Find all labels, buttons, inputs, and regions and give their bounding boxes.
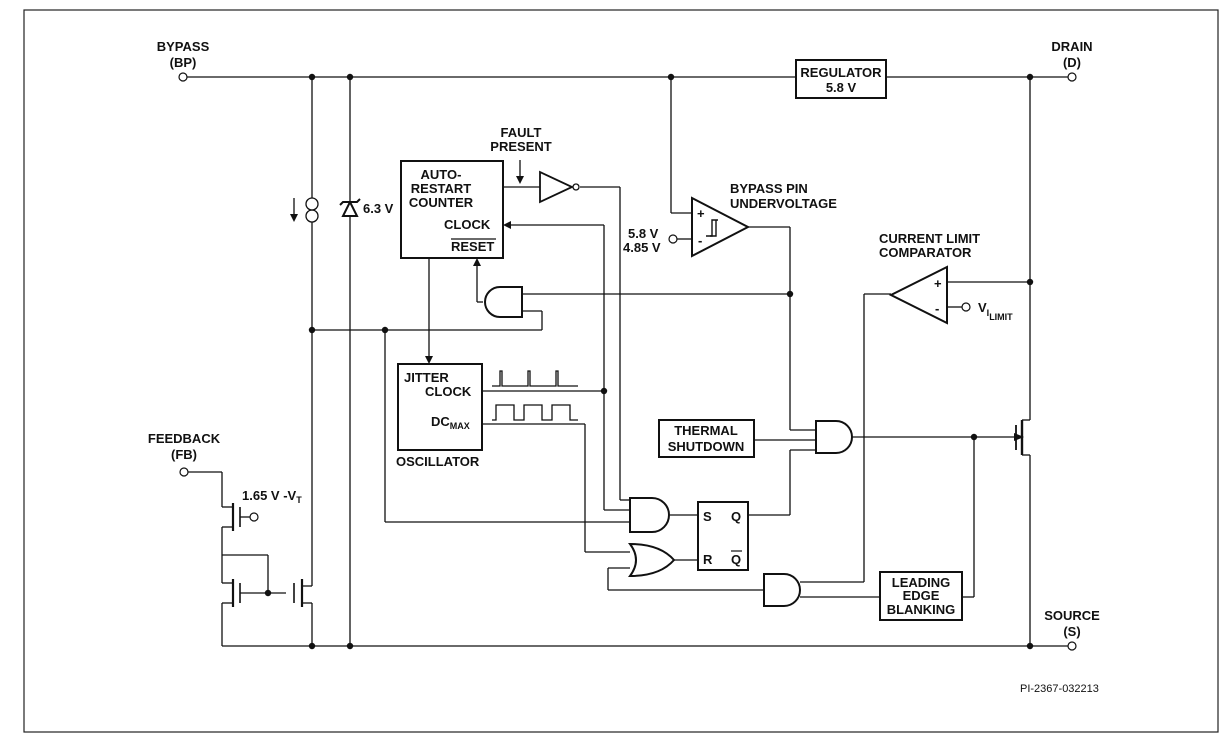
blanking-and-gate — [763, 573, 801, 607]
latch-r: R — [703, 552, 713, 567]
part-reference: PI-2367-032213 — [1020, 683, 1099, 695]
inverter-buffer-icon — [539, 170, 580, 204]
auto-restart-counter: AUTO- RESTART COUNTER CLOCK RESET — [400, 160, 504, 259]
drain-pin: DRAIN (D) — [1051, 39, 1093, 82]
leb-line3: BLANKING — [887, 602, 956, 617]
uv-plus: + — [697, 206, 705, 221]
regulator-voltage: 5.8 V — [826, 80, 857, 95]
source-pin-label: SOURCE — [1044, 608, 1100, 623]
hysteresis-icon — [706, 219, 718, 237]
fb-threshold-pin — [249, 512, 259, 522]
latch-qbar: Q — [731, 552, 741, 567]
dcmax-waveform — [492, 404, 578, 421]
uv-minus: - — [698, 233, 702, 248]
sr-latch: S R Q Q — [697, 501, 749, 571]
thermal-shutdown-block: THERMAL SHUTDOWN — [658, 419, 755, 458]
jitter-clock-label: CLOCK — [425, 384, 472, 399]
diagram-frame — [23, 9, 1219, 733]
ilimit-pin — [961, 302, 971, 312]
set-and-gate — [629, 497, 670, 533]
latch-s: S — [703, 509, 712, 524]
reset-or-gate — [628, 542, 676, 578]
cl-title-line2: COMPARATOR — [879, 245, 972, 260]
fault-label-line1: FAULT — [501, 125, 542, 140]
dcmax-label: DCMAX — [431, 414, 470, 431]
cl-title-line1: CURRENT LIMIT — [879, 231, 980, 246]
bypass-pin: BYPASS (BP) — [157, 39, 210, 82]
leb-line1: LEADING — [892, 575, 951, 590]
ilimit-label: VILIMIT — [978, 300, 1013, 322]
zener-diode-icon — [339, 198, 361, 217]
feedback-pin-label: FEEDBACK — [148, 431, 221, 446]
source-pin: SOURCE (S) — [1044, 608, 1100, 651]
current-source-icon — [290, 197, 319, 223]
uv-title-line1: BYPASS PIN — [730, 181, 808, 196]
counter-line3: COUNTER — [409, 195, 474, 210]
oscillator-block: JITTER CLOCK DCMAX — [397, 363, 483, 451]
zener-voltage: 6.3 V — [363, 201, 394, 216]
drain-pin-label: DRAIN — [1051, 39, 1092, 54]
counter-line1: AUTO- — [421, 167, 462, 182]
uv-ref-pin — [668, 234, 678, 244]
fault-label-line2: PRESENT — [490, 139, 551, 154]
mirror-mosfet-left-icon — [231, 579, 241, 607]
regulator-label: REGULATOR — [800, 65, 882, 80]
feedback-pin-abbr: (FB) — [171, 447, 197, 462]
bypass-uv-comparator: + - — [691, 196, 751, 258]
power-mosfet-icon — [1015, 419, 1030, 456]
jitter-label: JITTER — [404, 370, 449, 385]
drain-pin-abbr: (D) — [1063, 55, 1081, 70]
oscillator-name: OSCILLATOR — [396, 454, 480, 469]
source-pin-abbr: (S) — [1063, 624, 1080, 639]
fb-threshold-label: 1.65 V -VT — [242, 488, 302, 505]
regulator-block: REGULATOR 5.8 V — [795, 59, 887, 99]
thermal-line1: THERMAL — [674, 423, 738, 438]
clock-waveform — [492, 370, 578, 387]
counter-reset-label: RESET — [451, 239, 494, 254]
uv-ref-v1: 5.8 V — [628, 226, 659, 241]
cl-plus: + — [934, 276, 942, 291]
uv-title-line2: UNDERVOLTAGE — [730, 196, 837, 211]
junction-dots — [264, 73, 1034, 650]
main-and-gate — [815, 420, 853, 454]
counter-line2: RESTART — [411, 181, 471, 196]
reset-and-gate — [484, 286, 523, 318]
latch-q: Q — [731, 509, 741, 524]
bypass-pin-label: BYPASS — [157, 39, 210, 54]
leb-line2: EDGE — [903, 588, 940, 603]
leading-edge-blanking-block: LEADING EDGE BLANKING — [879, 571, 963, 621]
thermal-line2: SHUTDOWN — [668, 439, 745, 454]
bypass-pin-abbr: (BP) — [170, 55, 197, 70]
mirror-mosfet-right-icon — [293, 579, 304, 607]
wires — [187, 76, 1068, 647]
uv-ref-v2: 4.85 V — [623, 240, 661, 255]
feedback-pin: FEEDBACK (FB) — [148, 431, 221, 477]
feedback-mosfet-icon — [231, 503, 241, 531]
cl-minus: - — [935, 301, 939, 316]
current-limit-comparator: + - — [888, 265, 948, 325]
counter-clock-label: CLOCK — [444, 217, 491, 232]
